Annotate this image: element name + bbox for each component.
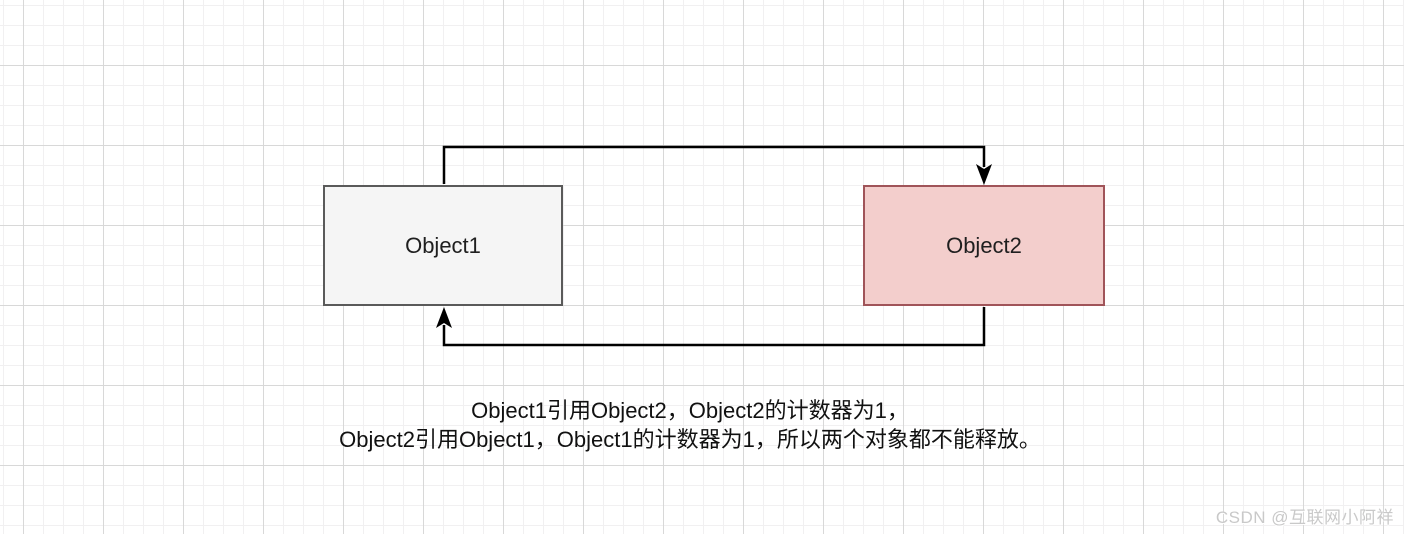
node-object2-label: Object2 <box>946 232 1022 258</box>
caption-line-1: Object1引用Object2，Object2的计数器为1， <box>471 398 909 423</box>
watermark-text: CSDN @互联网小阿祥 <box>1215 508 1394 527</box>
arrow-object1-to-object2 <box>442 145 992 185</box>
arrowhead-up-icon <box>436 307 452 328</box>
node-object1: Object1 <box>323 185 563 306</box>
node-object2: Object2 <box>863 185 1105 306</box>
node-object1-label: Object1 <box>405 232 481 258</box>
caption-line-2: Object2引用Object1，Object1的计数器为1，所以两个对象都不能… <box>339 427 1041 452</box>
arrow-object2-to-object1 <box>436 307 986 347</box>
caption-text: Object1引用Object2，Object2的计数器为1， Object2引… <box>0 396 1380 454</box>
arrowhead-down-icon <box>976 164 992 185</box>
